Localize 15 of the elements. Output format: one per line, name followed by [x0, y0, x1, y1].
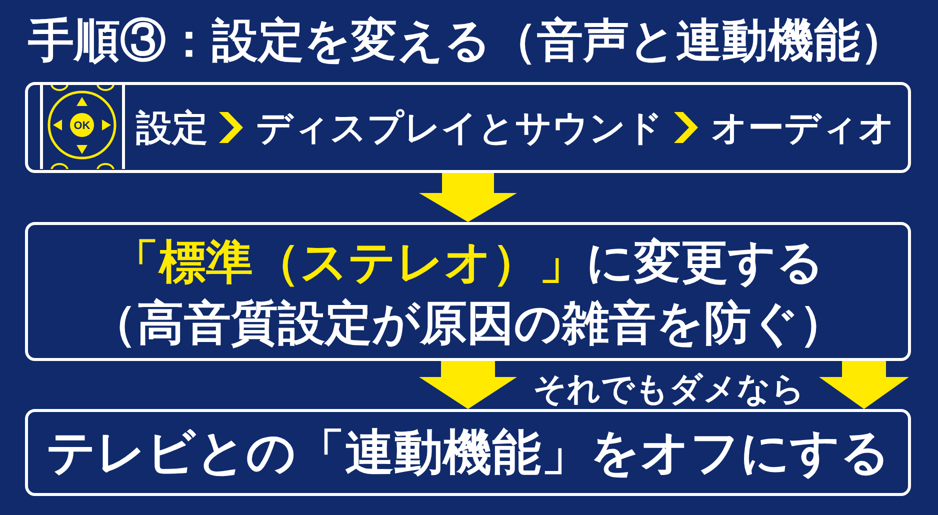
step-text: 「標準（ステレオ）」 — [112, 234, 586, 290]
key-label: OK — [74, 120, 90, 132]
step-text: ディスプレイとサウンド — [256, 106, 663, 150]
step-box — [25, 222, 911, 361]
step-text: テレビとの「連動機能」をオフにする — [46, 424, 890, 482]
title: 手順③：設定を変える（音声と連動機能） — [28, 13, 906, 68]
step-box — [25, 409, 911, 496]
arrow — [419, 361, 517, 409]
step-text: に変更する — [586, 234, 824, 290]
step-box — [25, 82, 911, 173]
arrow — [819, 361, 909, 409]
arrow — [419, 173, 517, 222]
step-text: オーディオ — [711, 106, 895, 150]
step-text: 設定 — [136, 106, 208, 150]
step-text: （高音質設定が原因の雑音を防ぐ） — [90, 294, 846, 350]
